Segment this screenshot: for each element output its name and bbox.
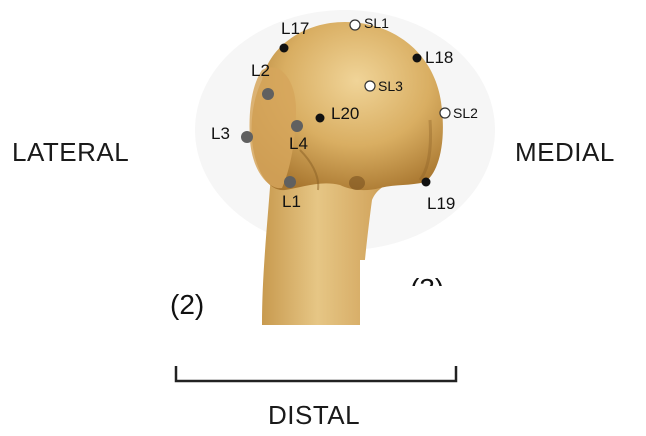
landmark-l17-label: L17 (281, 19, 309, 39)
landmark-l2-label: L2 (251, 61, 270, 81)
landmark-l17-dot (280, 44, 289, 53)
landmark-l19-label: L19 (427, 194, 455, 214)
landmark-l2-dot (262, 88, 274, 100)
foramen-shadow (349, 176, 365, 190)
landmark-sl2-dot (440, 108, 450, 118)
landmark-sl3-label: SL3 (378, 78, 403, 94)
landmark-l18-label: L18 (425, 48, 453, 68)
landmark-l1-dot (284, 176, 296, 188)
landmark-sl3-dot (365, 81, 375, 91)
landmark-l19-dot (422, 178, 431, 187)
panel-label: (2) (170, 289, 204, 321)
landmark-sl1-label: SL1 (364, 15, 389, 31)
partial-panel-label: (3) (410, 272, 444, 286)
medial-label: MEDIAL (515, 137, 615, 168)
landmark-l3-dot (241, 131, 253, 143)
landmark-l4-label: L4 (289, 134, 308, 154)
landmark-l3-label: L3 (211, 124, 230, 144)
distal-bracket (176, 366, 456, 381)
landmark-l18-dot (413, 54, 422, 63)
landmark-l20-label: L20 (331, 104, 359, 124)
landmark-l4-dot (291, 120, 303, 132)
landmark-l1-label: L1 (282, 192, 301, 212)
lateral-label: LATERAL (12, 137, 129, 168)
distal-label: DISTAL (268, 400, 360, 431)
landmark-l20-dot (316, 114, 325, 123)
landmark-sl1-dot (350, 20, 360, 30)
landmark-sl2-label: SL2 (453, 105, 478, 121)
